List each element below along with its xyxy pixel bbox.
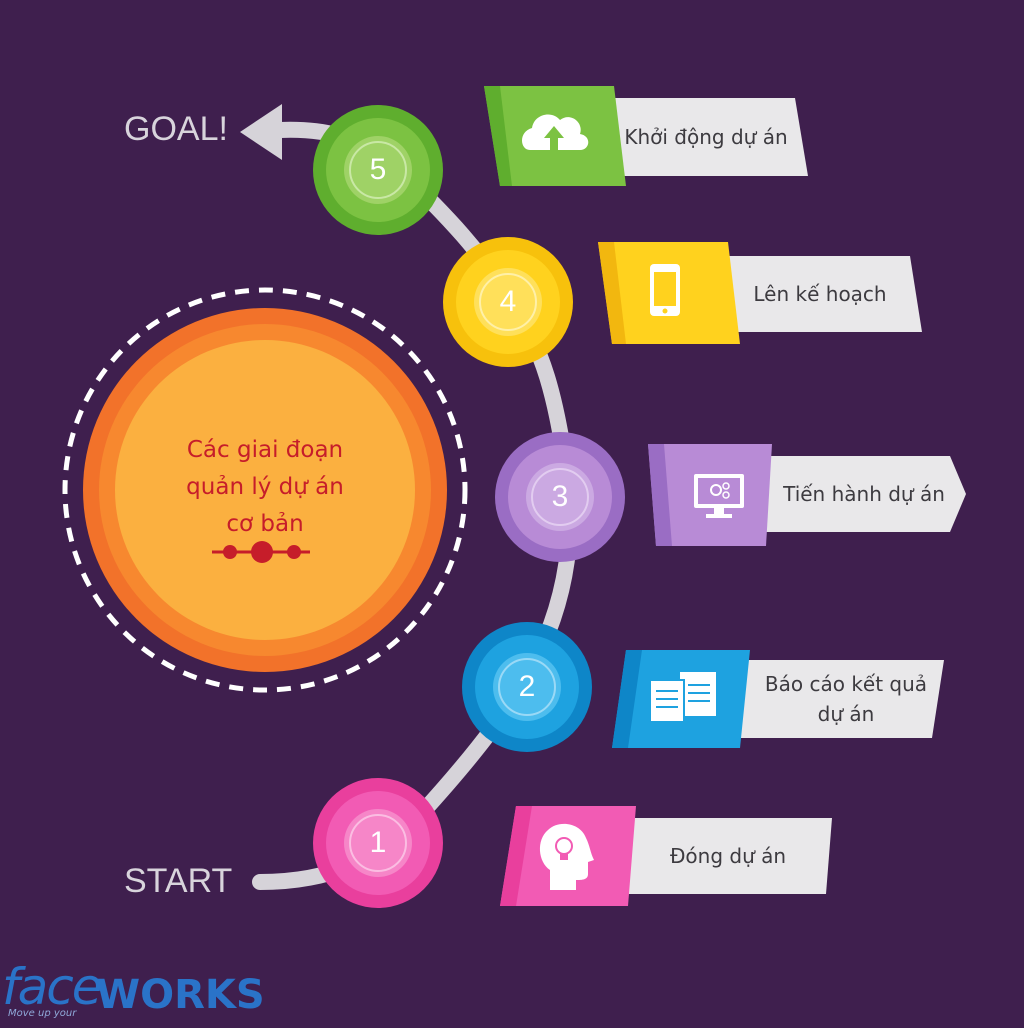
logo-face-text: face [2, 958, 102, 1016]
center-dashed-ring [62, 287, 468, 693]
step-1-circle [313, 778, 443, 908]
logo-works-text: WORKS [96, 972, 265, 1018]
step-5-circle [313, 105, 443, 235]
center-circle-inner [115, 340, 415, 640]
logo-tagline: Move up your [8, 1008, 77, 1019]
monitor-gears-icon [694, 474, 744, 518]
step-3-circle [495, 432, 625, 562]
step-2-number: 2 [518, 670, 536, 703]
step-3-number: 3 [551, 480, 569, 513]
start-label: START [124, 862, 233, 900]
step-2-label: Báo cáo kết quả dự án [764, 672, 928, 726]
timeline-decoration [212, 541, 310, 563]
step-4-number: 4 [499, 285, 517, 318]
step-1-card [500, 806, 832, 906]
step-1-label: Đóng dự án [669, 844, 787, 868]
step-2-circle [462, 622, 592, 752]
step-2-card [612, 650, 944, 748]
step-1-number: 1 [369, 826, 387, 859]
step-4-circle [443, 237, 573, 367]
step-3-label: Tiến hành dự án [783, 482, 945, 506]
faceworks-logo: face WORKS Move up your [2, 958, 265, 1024]
goal-arrow-head [240, 104, 282, 160]
head-lightbulb-icon [539, 823, 594, 890]
documents-icon [649, 672, 716, 723]
goal-label: GOAL! [124, 110, 228, 148]
smartphone-icon [650, 264, 680, 316]
cloud-upload-icon [522, 114, 589, 150]
center-title-line-3: cơ bản [226, 511, 304, 537]
step-5-label: Khởi động dự án [624, 125, 788, 149]
center-title-line-2: quản lý dự án [186, 474, 344, 500]
step-5-number: 5 [369, 153, 387, 186]
center-title: Các giai đoạn quản lý dự án cơ bản [160, 432, 370, 543]
step-4-label: Lên kế hoạch [753, 282, 887, 306]
center-title-line-1: Các giai đoạn [186, 437, 344, 463]
